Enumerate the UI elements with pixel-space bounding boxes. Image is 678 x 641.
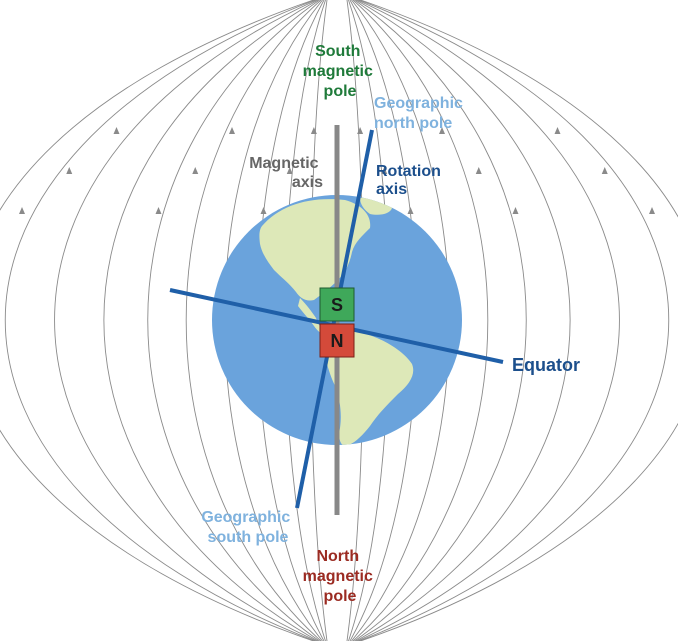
continents [259, 197, 414, 445]
field-line [185, 0, 322, 641]
field-arrow-icon [439, 127, 445, 134]
magnetic-axis-label: Magnetic axis [249, 155, 323, 191]
north-magnetic-pole-line-3: pole [324, 588, 357, 605]
field-arrow-icon [310, 127, 317, 134]
magnet-n-label: N [331, 331, 344, 351]
field-line [54, 0, 317, 641]
geographic-north-pole-label: Geographic north pole [374, 95, 467, 132]
field-line [354, 0, 527, 641]
geographic-south-pole-label: Geographic south pole [201, 509, 294, 546]
magnetic-axis-line-1: Magnetic [249, 155, 318, 172]
field-line [352, 0, 489, 641]
field-arrow-icon [192, 167, 199, 174]
south-magnetic-pole-line-2: magnetic [303, 63, 373, 80]
south-magnetic-pole-label: South magnetic pole [303, 43, 378, 100]
field-line [0, 0, 314, 641]
field-arrow-icon [601, 167, 608, 174]
north-america [259, 199, 371, 301]
field-line [103, 0, 319, 641]
field-arrow-icon [229, 127, 235, 134]
field-arrow-icon [649, 207, 655, 214]
equator-label: Equator [512, 355, 580, 375]
field-arrow-icon [475, 167, 482, 174]
field-arrow-icon [512, 207, 519, 214]
rotation-axis-line-1: Rotation [376, 163, 441, 180]
field-arrow-icon [155, 207, 162, 214]
field-arrow-icon [286, 167, 293, 174]
magnet-south-half [319, 287, 355, 322]
south-america [322, 330, 414, 445]
field-arrow-icon [66, 167, 73, 174]
field-arrow-icon [357, 127, 364, 134]
bar-magnet: S N [319, 287, 355, 358]
central-america [298, 298, 326, 335]
geographic-north-pole-line-2: north pole [374, 115, 452, 132]
rotation-axis-label: Rotation axis [376, 163, 445, 198]
south-magnetic-pole-line-1: South [315, 43, 360, 60]
field-line [147, 0, 320, 641]
field-arrow-icon [19, 207, 25, 214]
magnet-s-label: S [331, 295, 343, 315]
magnetic-axis-line-2: axis [292, 174, 323, 191]
field-line [358, 0, 669, 641]
rotation-axis-line-2: axis [376, 181, 407, 198]
greenland-tip [360, 197, 392, 215]
field-arrow-icon [260, 207, 267, 214]
geographic-south-pole-line-1: Geographic [201, 509, 290, 526]
north-magnetic-pole-line-1: North [316, 548, 359, 565]
field-line [5, 0, 316, 641]
geographic-south-pole-line-2: south pole [208, 529, 289, 546]
field-arrow-icon [113, 127, 120, 134]
north-magnetic-pole-label: North magnetic pole [303, 548, 378, 605]
field-arrow-icon [554, 127, 561, 134]
field-arrow-icon [381, 167, 388, 174]
field-arrow-icon [407, 207, 414, 214]
field-line [357, 0, 620, 641]
south-magnetic-pole-line-3: pole [324, 83, 357, 100]
north-magnetic-pole-line-2: magnetic [303, 568, 373, 585]
field-line [355, 0, 571, 641]
field-line [360, 0, 678, 641]
geographic-north-pole-line-1: Geographic [374, 95, 463, 112]
magnet-north-half [319, 323, 355, 358]
